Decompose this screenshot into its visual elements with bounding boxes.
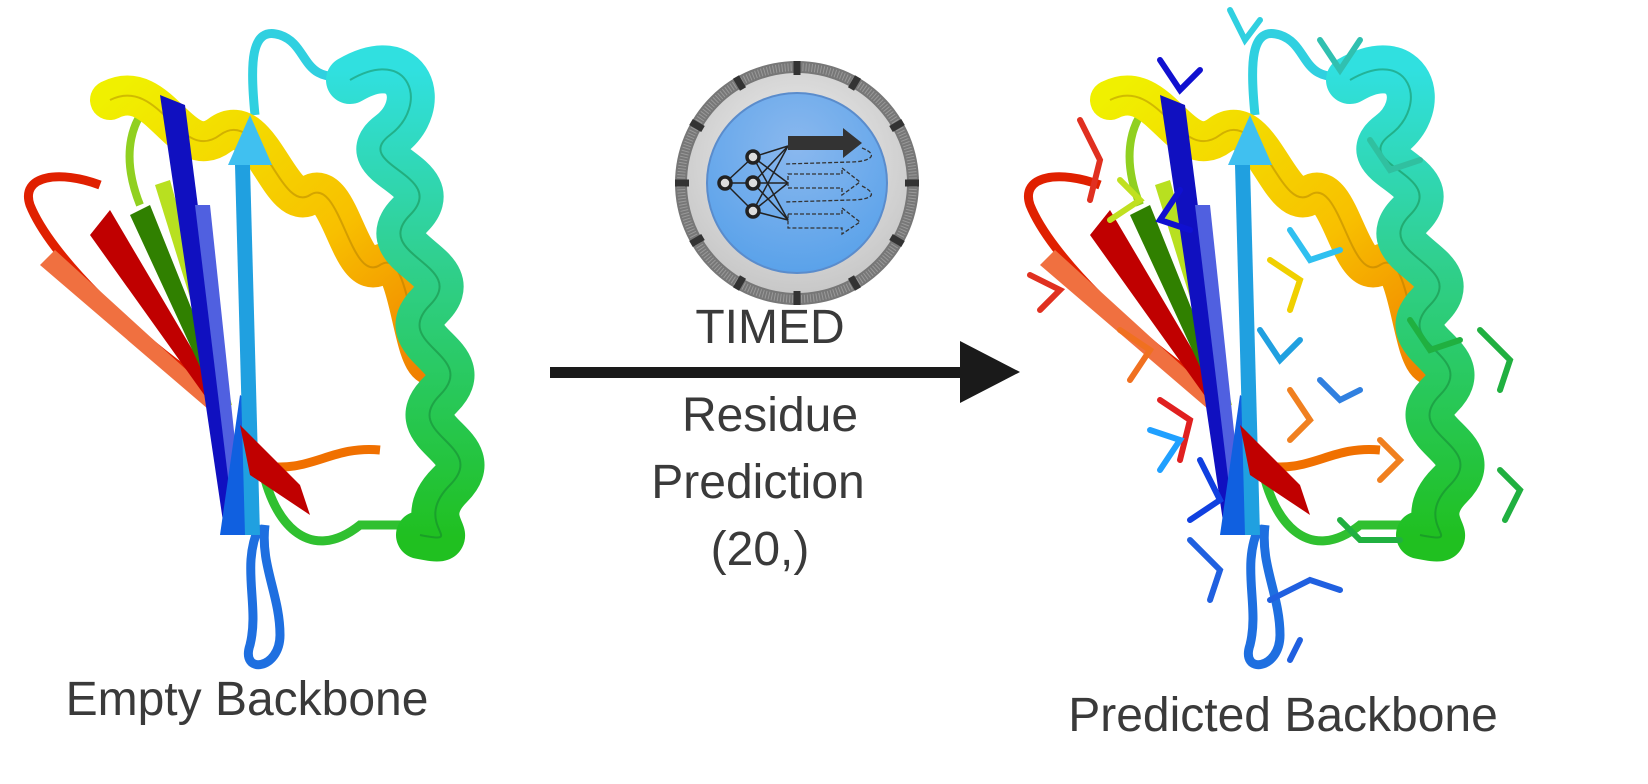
prediction-arrow xyxy=(550,341,1020,403)
residue-label: Residue xyxy=(681,389,859,442)
predicted-backbone-structure xyxy=(1027,7,1524,665)
predicted-backbone-caption: Predicted Backbone xyxy=(1068,689,1498,742)
output-shape-label: (20,) xyxy=(710,523,810,576)
empty-backbone-caption: Empty Backbone xyxy=(65,673,429,726)
prediction-label: Prediction xyxy=(651,456,865,509)
timed-model-icon xyxy=(675,61,919,305)
empty-backbone-structure xyxy=(28,33,460,664)
side-chain-sticks xyxy=(1027,7,1524,663)
model-name-label: TIMED xyxy=(695,301,845,354)
